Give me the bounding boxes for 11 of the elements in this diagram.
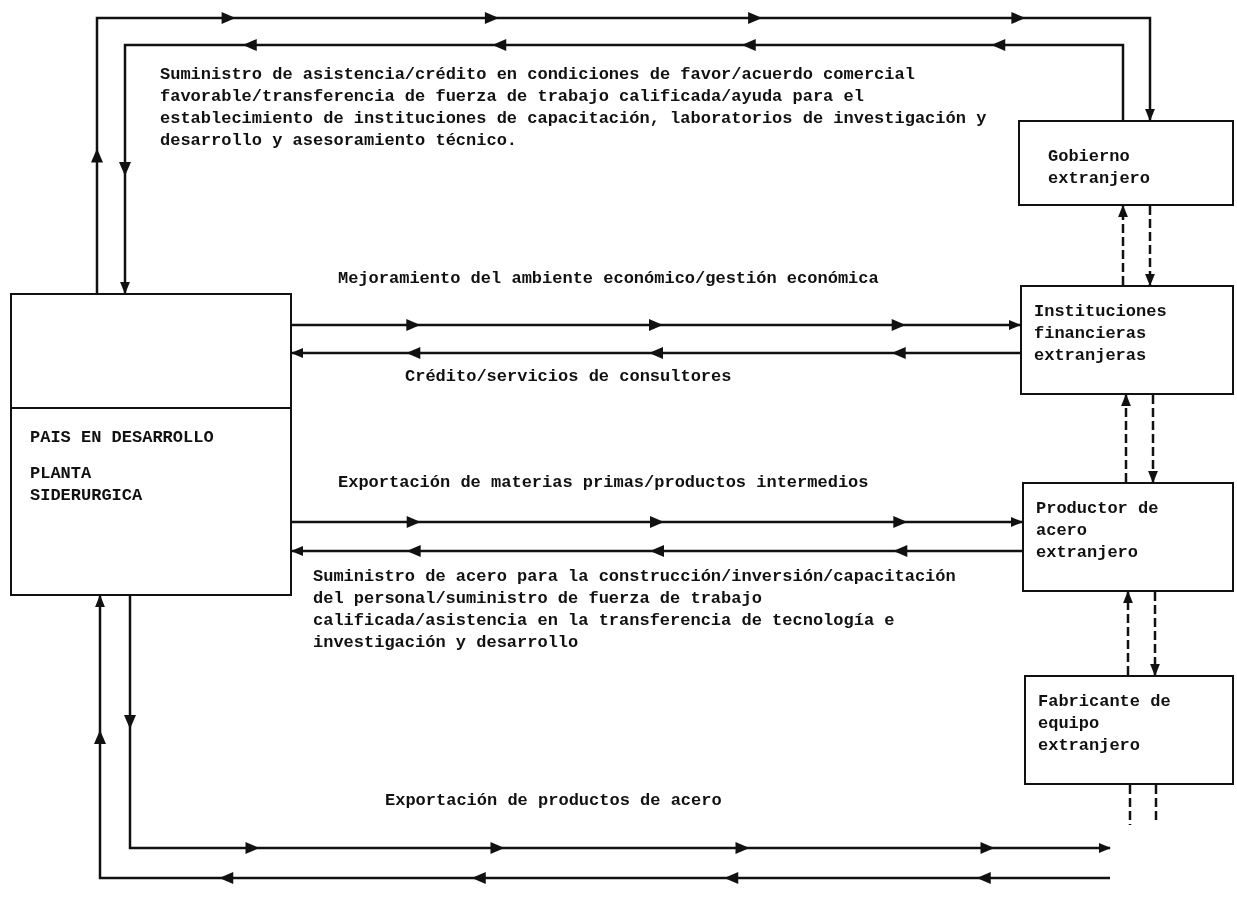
entity-box <box>1024 675 1234 785</box>
entity-box <box>10 293 292 596</box>
box-text: PAIS EN DESARROLLO <box>30 427 215 449</box>
box-text: Gobierno extranjero <box>1048 146 1152 190</box>
entity-box <box>1018 120 1234 206</box>
box-text: Fabricante de equipo extranjero <box>1038 691 1172 757</box>
entity-box <box>1020 285 1234 395</box>
box-text: Productor de acero extranjero <box>1036 498 1160 564</box>
box-text: Instituciones financieras extranjeras <box>1034 301 1168 367</box>
entity-box <box>1022 482 1234 592</box>
box-text: PLANTA SIDERURGICA <box>30 463 144 507</box>
